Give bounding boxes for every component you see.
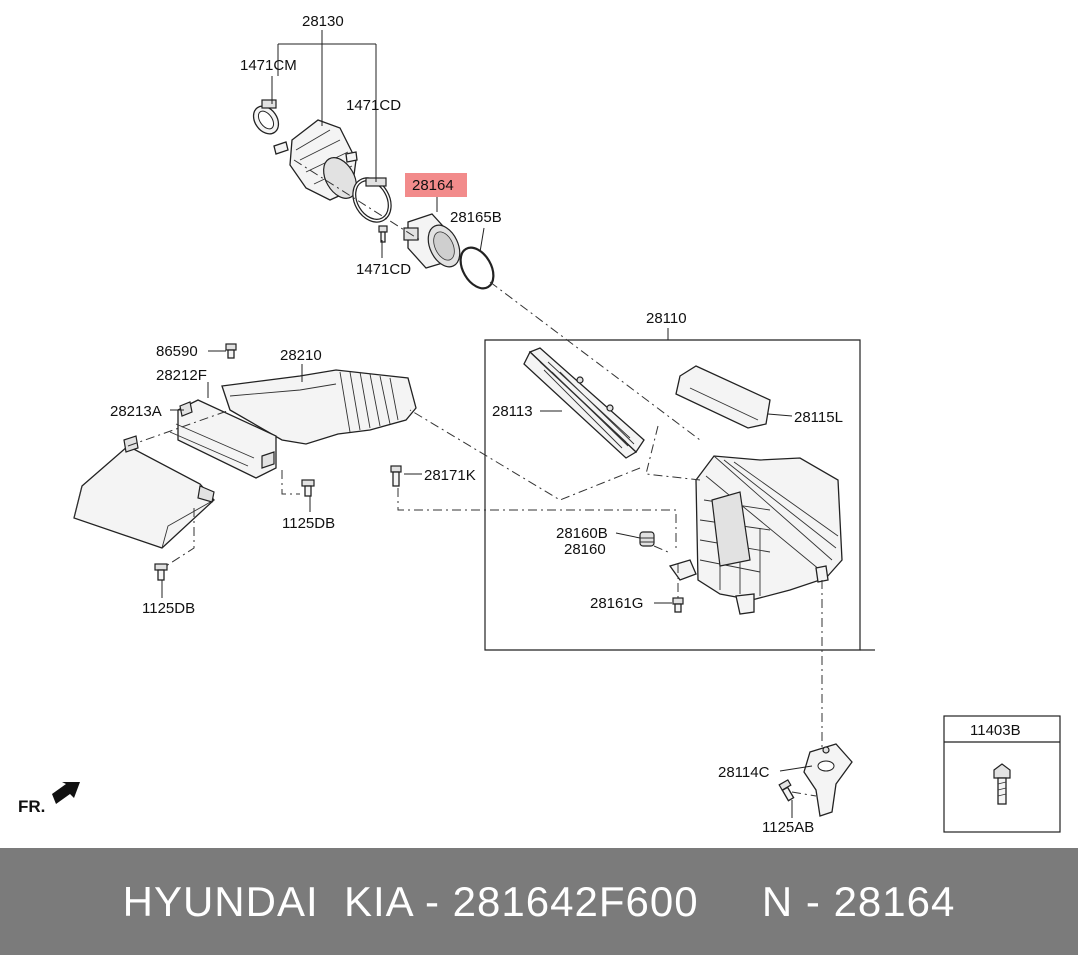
frame-28110 bbox=[484, 328, 875, 651]
grommet-28160 bbox=[639, 531, 655, 547]
callout-86590: 86590 bbox=[156, 343, 198, 360]
intake-hose-28130 bbox=[273, 119, 358, 201]
bracket-28114C bbox=[803, 743, 853, 817]
bolt-28161G bbox=[672, 597, 684, 613]
callout-28160B: 28160B bbox=[556, 525, 608, 542]
bolt-1125AB bbox=[778, 779, 795, 802]
callout-28171K: 28171K bbox=[424, 467, 476, 484]
front-marker-label: FR. bbox=[18, 797, 45, 816]
footer-text: HYUNDAI KIA - 281642F600 N - 28164 bbox=[122, 877, 956, 925]
bolt-11403B-icon bbox=[993, 763, 1011, 805]
callout-28164: 28164 bbox=[412, 177, 454, 194]
callout-1125DB-upper: 1125DB bbox=[282, 515, 335, 532]
bolt-1125DB-lower bbox=[154, 563, 168, 581]
o-ring-28165B bbox=[459, 246, 495, 290]
inset-11403B: 11403B bbox=[943, 715, 1061, 833]
inset-11403B-label: 11403B bbox=[970, 722, 1021, 739]
bolt-28171K bbox=[390, 465, 402, 487]
callout-1125AB: 1125AB bbox=[762, 819, 814, 836]
front-marker: FR. bbox=[18, 782, 80, 816]
screw-1471CD bbox=[378, 225, 388, 243]
air-flow-sensor-28164 bbox=[403, 213, 461, 269]
callout-28213A: 28213A bbox=[110, 403, 162, 420]
front-arrow-icon bbox=[52, 782, 80, 804]
callout-labels: 28130 1471CM 1471CD 28164 28165B 1471CD … bbox=[110, 13, 843, 836]
duct-cover-28213A bbox=[73, 435, 215, 549]
clamp-1471CM bbox=[252, 99, 280, 135]
callout-28130: 28130 bbox=[302, 13, 344, 30]
callout-1125DB-lower: 1125DB bbox=[142, 600, 195, 617]
parts-diagram: 28130 1471CM 1471CD 28164 28165B 1471CD … bbox=[18, 13, 1061, 836]
bolt-1125DB-upper bbox=[301, 479, 315, 497]
callout-1471CD-bottom: 1471CD bbox=[356, 261, 411, 278]
callout-28161G: 28161G bbox=[590, 595, 643, 612]
highlight-28164 bbox=[405, 173, 467, 197]
callout-28114C: 28114C bbox=[718, 764, 770, 781]
callout-1471CM: 1471CM bbox=[240, 57, 297, 74]
part-number-footer: HYUNDAI KIA - 281642F600 N - 28164 bbox=[0, 848, 1078, 955]
assembly-lines bbox=[127, 159, 823, 797]
leader-lines bbox=[161, 30, 813, 818]
callout-1471CD-top: 1471CD bbox=[346, 97, 401, 114]
clip-86590 bbox=[225, 343, 237, 359]
callout-28165B: 28165B bbox=[450, 209, 502, 226]
callout-28115L: 28115L bbox=[794, 409, 843, 426]
callout-28113: 28113 bbox=[492, 403, 533, 420]
filter-element-28113 bbox=[523, 347, 645, 459]
callout-28110: 28110 bbox=[646, 310, 687, 327]
callout-28212F: 28212F bbox=[156, 367, 207, 384]
cover-28115L bbox=[675, 365, 771, 429]
callout-28210: 28210 bbox=[280, 347, 322, 364]
callout-28160: 28160 bbox=[564, 541, 606, 558]
air-cleaner-body bbox=[668, 455, 843, 615]
